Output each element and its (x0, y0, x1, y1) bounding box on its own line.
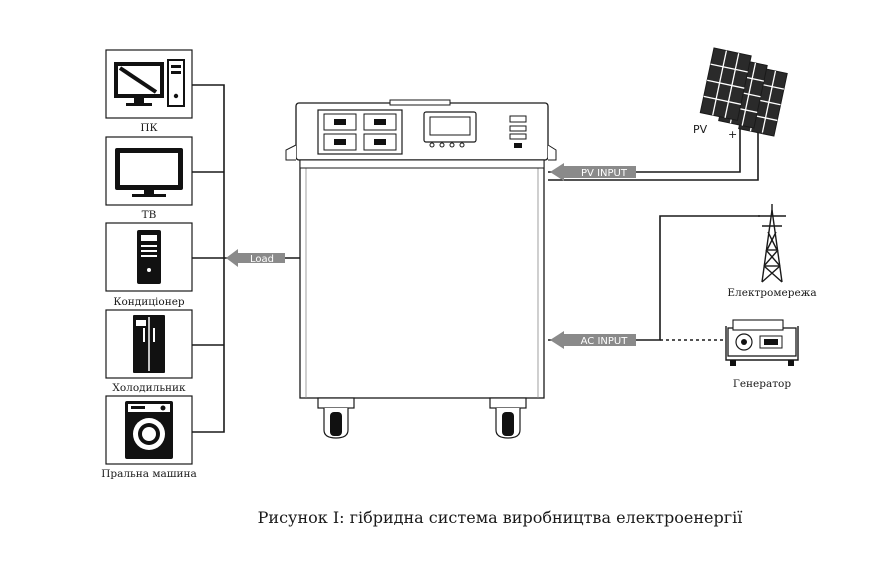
lcd-display (423, 111, 477, 148)
generator-icon (725, 319, 799, 366)
appliance-pc (105, 49, 193, 119)
power-tower-icon (758, 204, 786, 283)
appliance-label-pc: ПК (140, 122, 157, 134)
appliance-label-air-conditioner: Кондиціонер (113, 296, 185, 308)
ac-input-arrow: AC INPUT (550, 331, 636, 349)
figure-caption: Рисунок I: гібридна система виробництва … (258, 508, 743, 527)
caster-wheel-right (489, 397, 527, 439)
load-arrow-label: Load (250, 254, 274, 265)
appliance-label-tv: ТВ (142, 209, 157, 221)
appliance-tv (105, 136, 193, 206)
appliance-refrigerator (105, 309, 193, 379)
caster-wheel-left (317, 397, 355, 439)
appliance-washing-machine (105, 395, 193, 465)
pv-input-arrow: PV INPUT (550, 163, 636, 181)
washing-machine-icon (125, 401, 173, 459)
refrigerator-icon (133, 315, 165, 373)
pv-plus-label: + (728, 128, 737, 141)
generator-label: Генератор (733, 378, 791, 390)
ac-input-arrow-label: AC INPUT (581, 336, 629, 347)
inverter-cabinet (285, 99, 557, 439)
usb-ports (509, 115, 527, 148)
load-arrow: Load (226, 249, 285, 267)
solar-panels-icon (699, 47, 788, 137)
appliance-label-washing-machine: Пральна машина (101, 468, 197, 480)
pv-label: PV (693, 123, 708, 136)
tv-icon (115, 148, 183, 197)
pv-minus-label: - (760, 126, 764, 139)
pv-input-arrow-label: PV INPUT (581, 168, 628, 179)
appliance-air-conditioner (105, 222, 193, 292)
grid-label: Електромережа (727, 287, 816, 299)
air-conditioner-icon (137, 230, 161, 284)
pc-icon (114, 59, 185, 107)
ac-wiring (548, 215, 760, 341)
outlet-panel (317, 109, 403, 155)
appliance-label-refrigerator: Холодильник (112, 382, 186, 394)
